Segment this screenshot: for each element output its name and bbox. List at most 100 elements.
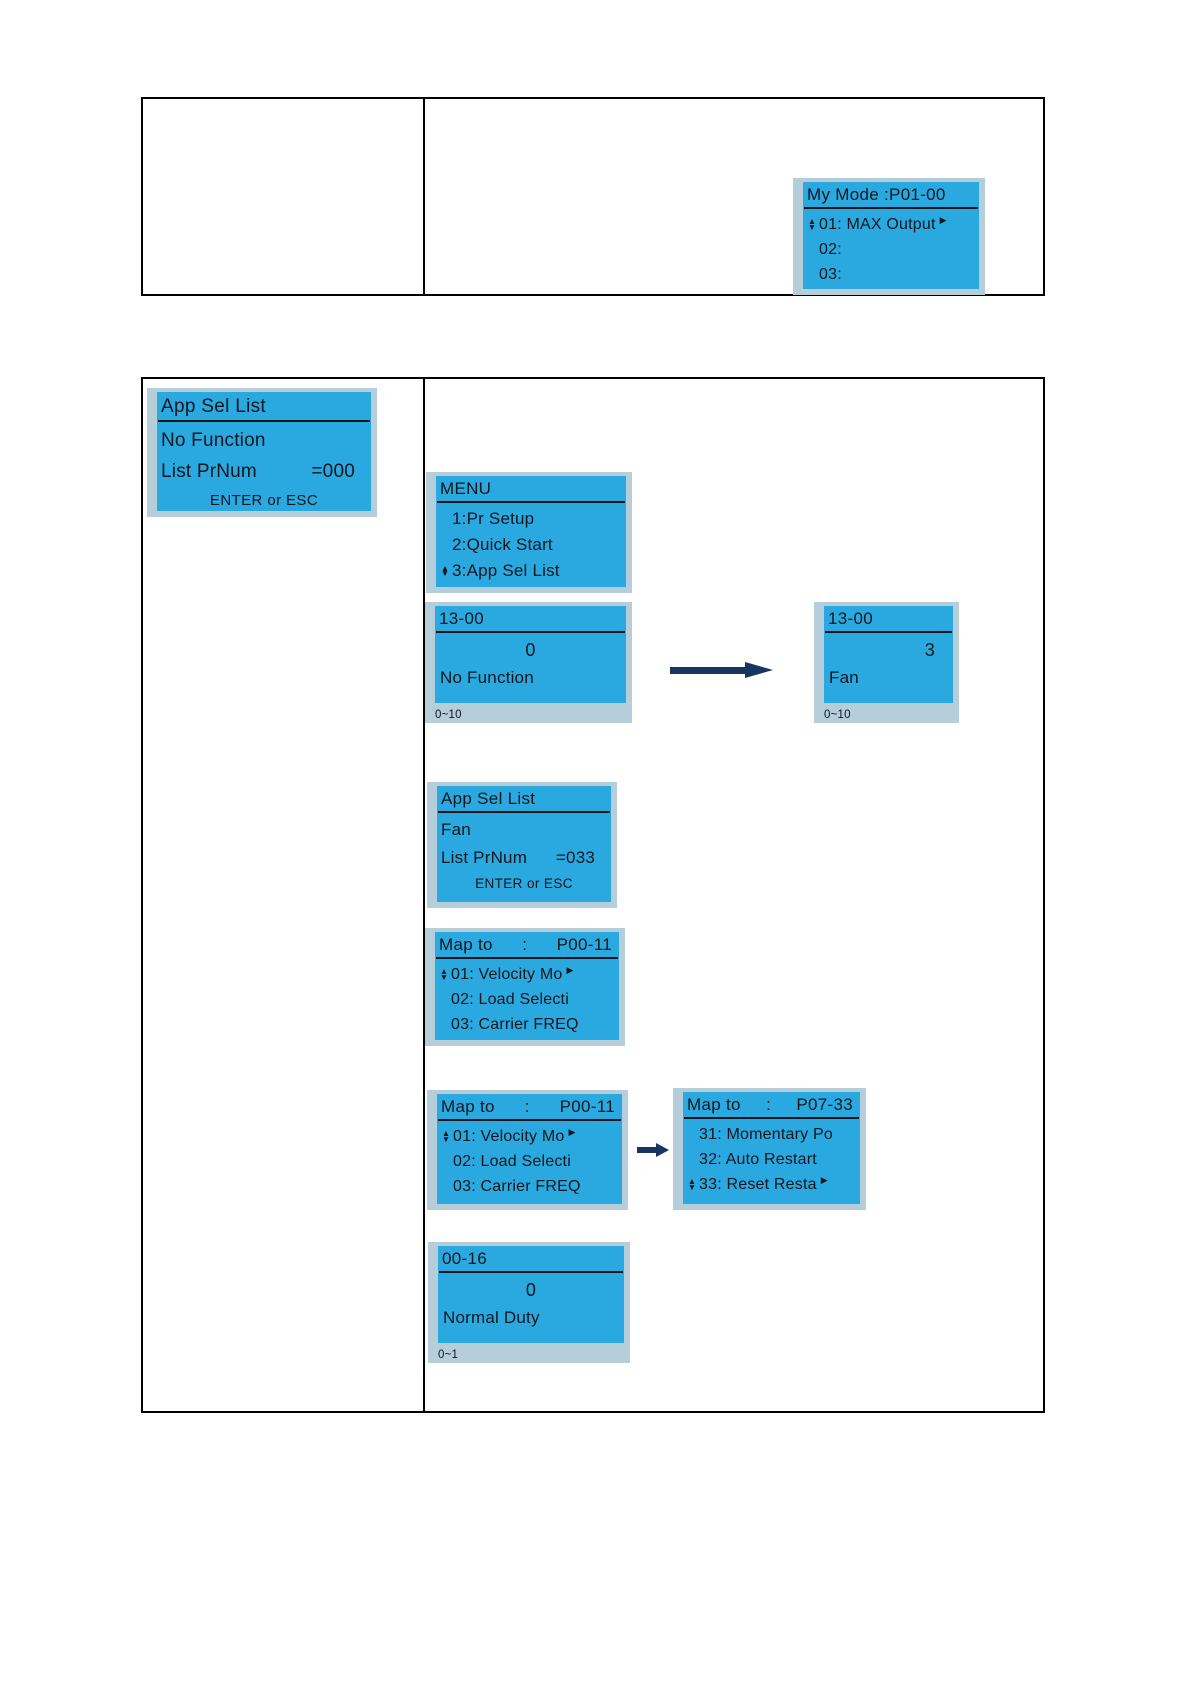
lcd-screen-app-sel-list-fan: App Sel List Fan List PrNum =033 ENTER o… xyxy=(427,782,617,908)
cursor-right-icon: ▶ xyxy=(939,215,947,225)
map-label: Map to xyxy=(439,935,493,954)
map-colon: : xyxy=(524,1097,530,1116)
flow-arrow-head xyxy=(745,662,773,678)
lcd-title: Map to : P07-33 xyxy=(684,1092,859,1119)
table-top xyxy=(141,97,1045,296)
lcd-title: App Sel List xyxy=(158,392,370,422)
param-name: Fan xyxy=(829,668,859,687)
param-range: 0~10 xyxy=(435,709,462,721)
lcd-title: Map to : P00-11 xyxy=(436,932,618,959)
lcd-panel: Map to : P00-11 ▲▼ 01: Velocity Mo ▶ ▲▼ … xyxy=(435,932,619,1040)
map-item: ▲▼ 33: Reset Resta ▶ xyxy=(683,1172,860,1197)
enter-esc-hint: ENTER or ESC xyxy=(475,876,573,891)
lcd-screen-map-p07-33: Map to : P07-33 ▲▼ 31: Momentary Po ▲▼ 3… xyxy=(673,1088,866,1210)
param-name: No Function xyxy=(440,668,534,687)
lcd-screen-menu: MENU ▲▼ 1:Pr Setup ▲▼ 2:Quick Start ▲▼ 3… xyxy=(426,472,632,593)
lcd-screen-param-13-00-after: 13-00 3 Fan 0~10 xyxy=(814,602,959,723)
lcd-screen-map-p00-11-second: Map to : P00-11 ▲▼ 01: Velocity Mo ▶ ▲▼ … xyxy=(427,1090,628,1210)
map-item-label: 31: Momentary Po xyxy=(699,1125,833,1143)
menu-item-label: 1:Pr Setup xyxy=(452,509,535,528)
lcd-screen-map-p00-11-first: Map to : P00-11 ▲▼ 01: Velocity Mo ▶ ▲▼ … xyxy=(425,928,625,1046)
function-name: Fan xyxy=(441,820,471,839)
param-range: 0~1 xyxy=(438,1349,459,1361)
map-item: ▲▼ 01: Velocity Mo ▶ xyxy=(437,1124,622,1149)
map-item-label: 02: Load Selecti xyxy=(453,1152,571,1170)
map-colon: : xyxy=(522,935,528,954)
lcd-title: Map to : P00-11 xyxy=(438,1094,621,1121)
param-value: 0 xyxy=(525,640,536,660)
menu-item-label: 3:App Sel List xyxy=(452,561,560,580)
flow-arrow-icon xyxy=(637,1143,669,1158)
updown-icon: ▲▼ xyxy=(440,562,450,578)
flow-arrow-shaft xyxy=(670,667,745,674)
table-top-divider xyxy=(423,99,425,294)
list-item-label: 03: xyxy=(819,265,842,283)
cursor-right-icon: ▶ xyxy=(568,1127,576,1137)
param-value: 0 xyxy=(525,1280,537,1300)
flow-arrow-shaft xyxy=(637,1147,656,1153)
menu-item: ▲▼ 2:Quick Start xyxy=(436,532,626,558)
map-item-label: 01: Velocity Mo xyxy=(453,1127,565,1145)
lcd-screen-my-mode: My Mode :P01-00 ▲▼ 01: MAX Output ▶ ▲▼ 0… xyxy=(793,178,985,295)
map-colon: : xyxy=(766,1095,772,1114)
updown-icon: ▲▼ xyxy=(439,966,449,982)
lcd-title: My Mode :P01-00 xyxy=(804,182,978,209)
map-item: ▲▼ 01: Velocity Mo ▶ xyxy=(435,962,619,987)
map-item-label: 33: Reset Resta xyxy=(699,1175,817,1193)
list-prnum-value: =033 xyxy=(555,848,595,867)
updown-icon: ▲▼ xyxy=(687,1176,697,1192)
lcd-panel: App Sel List Fan List PrNum =033 ENTER o… xyxy=(437,786,611,902)
list-item: ▲▼ 02: xyxy=(803,237,979,262)
param-code: 13-00 xyxy=(436,606,625,633)
lcd-panel: 00-16 0 Normal Duty xyxy=(438,1246,624,1343)
list-item-label: 01: MAX Output xyxy=(819,215,936,233)
lcd-panel: 13-00 0 No Function xyxy=(435,606,626,703)
lcd-screen-app-sel-list-initial: App Sel List No Function List PrNum =000… xyxy=(147,388,377,517)
map-item: ▲▼ 03: Carrier FREQ xyxy=(435,1012,619,1037)
param-name: Normal Duty xyxy=(443,1308,540,1327)
enter-esc-hint: ENTER or ESC xyxy=(209,492,319,509)
map-code: P00-11 xyxy=(559,1097,615,1116)
flow-arrow-icon xyxy=(670,662,773,679)
flow-arrow-head xyxy=(656,1143,669,1157)
lcd-panel: 13-00 3 Fan xyxy=(824,606,953,703)
table-main xyxy=(141,377,1045,1413)
map-item-label: 32: Auto Restart xyxy=(699,1150,817,1168)
list-prnum-row: List PrNum =033 xyxy=(437,844,611,872)
cursor-right-icon: ▶ xyxy=(820,1175,828,1185)
map-item: ▲▼ 02: Load Selecti xyxy=(437,1149,622,1174)
list-item: ▲▼ 03: xyxy=(803,262,979,287)
map-item-label: 03: Carrier FREQ xyxy=(451,1015,579,1033)
map-item: ▲▼ 02: Load Selecti xyxy=(435,987,619,1012)
list-prnum-row: List PrNum =000 xyxy=(157,456,371,487)
updown-icon: ▲▼ xyxy=(807,216,817,232)
list-item-label: 02: xyxy=(819,240,842,258)
map-item: ▲▼ 31: Momentary Po xyxy=(683,1122,860,1147)
map-item: ▲▼ 03: Carrier FREQ xyxy=(437,1174,622,1199)
menu-item: ▲▼ 1:Pr Setup xyxy=(436,506,626,532)
menu-item: ▲▼ 3:App Sel List xyxy=(436,558,626,584)
menu-item-label: 2:Quick Start xyxy=(452,535,553,554)
map-item-label: 01: Velocity Mo xyxy=(451,965,563,983)
map-label: Map to xyxy=(687,1095,741,1114)
list-item: ▲▼ 01: MAX Output ▶ xyxy=(803,212,979,237)
map-code: P07-33 xyxy=(796,1095,853,1114)
lcd-panel: Map to : P07-33 ▲▼ 31: Momentary Po ▲▼ 3… xyxy=(683,1092,860,1204)
lcd-panel: App Sel List No Function List PrNum =000… xyxy=(157,392,371,511)
list-prnum-value: =000 xyxy=(311,460,355,482)
table-main-divider xyxy=(423,379,425,1411)
map-label: Map to xyxy=(441,1097,495,1116)
list-prnum-label: List PrNum xyxy=(441,848,528,867)
param-code: 13-00 xyxy=(825,606,952,633)
map-item-label: 03: Carrier FREQ xyxy=(453,1177,581,1195)
map-item: ▲▼ 32: Auto Restart xyxy=(683,1147,860,1172)
lcd-screen-param-00-16: 00-16 0 Normal Duty 0~1 xyxy=(428,1242,630,1363)
lcd-screen-param-13-00-before: 13-00 0 No Function 0~10 xyxy=(425,602,632,723)
map-item-label: 02: Load Selecti xyxy=(451,990,569,1008)
lcd-panel: My Mode :P01-00 ▲▼ 01: MAX Output ▶ ▲▼ 0… xyxy=(803,182,979,289)
list-prnum-label: List PrNum xyxy=(161,460,257,482)
updown-icon: ▲▼ xyxy=(441,1128,451,1144)
cursor-right-icon: ▶ xyxy=(566,965,574,975)
param-value: 3 xyxy=(924,640,935,660)
